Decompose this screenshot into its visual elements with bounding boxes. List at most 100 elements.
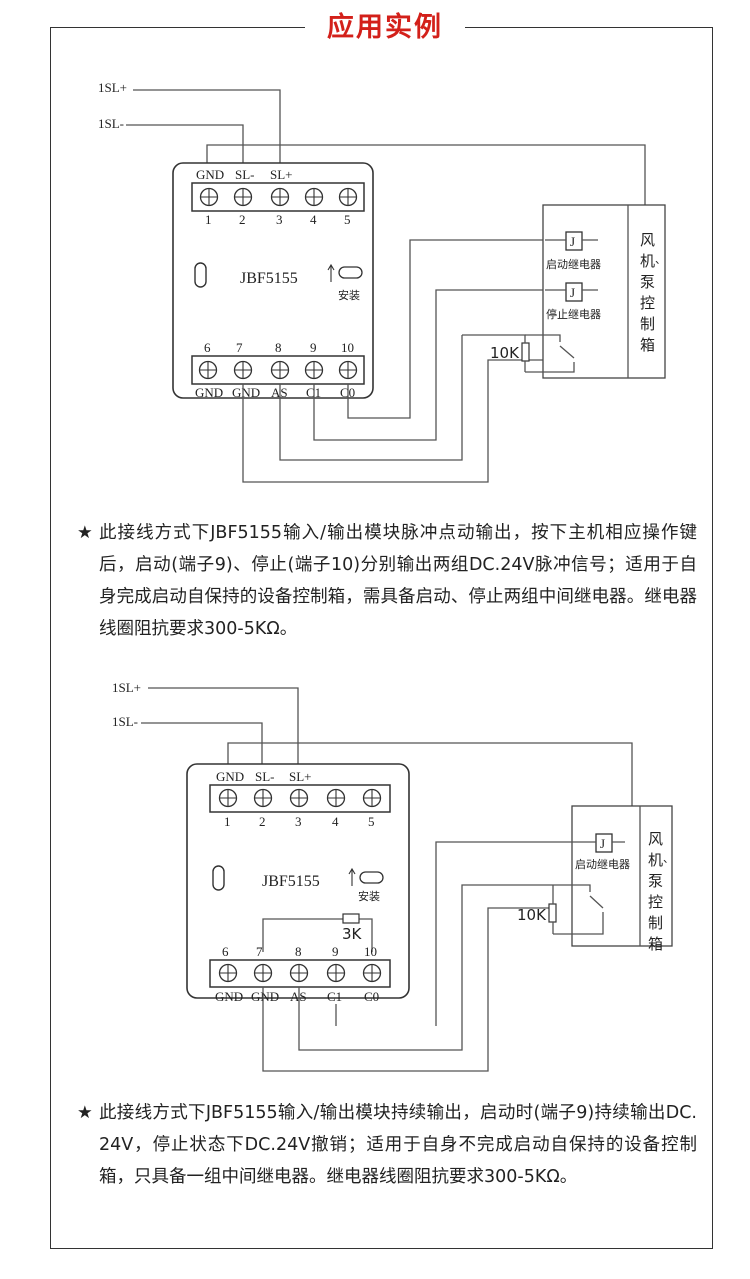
- stop-relay-coil: [565, 282, 583, 302]
- terminal-number: 1: [205, 212, 212, 227]
- terminal-number: 7: [256, 944, 263, 959]
- terminal-label: C1: [327, 989, 342, 1004]
- cabinet-char: 制: [640, 315, 655, 333]
- terminal-screw: [199, 187, 219, 207]
- terminal-screw: [326, 788, 346, 808]
- terminal-label: SL-: [235, 167, 255, 182]
- module-slot: [212, 865, 225, 891]
- cabinet-char: 机: [648, 851, 663, 869]
- terminal-label: SL+: [289, 769, 312, 784]
- terminal-number: 4: [310, 212, 317, 227]
- terminal-label: AS: [271, 385, 288, 400]
- start-relay-label: 启动继电器: [575, 858, 630, 871]
- resistor-label: 10K: [490, 344, 520, 362]
- terminal-number: 8: [295, 944, 302, 959]
- terminal-label: GND: [195, 385, 223, 400]
- cabinet-char: 风: [640, 231, 655, 249]
- install-arrow-icon: [327, 263, 363, 282]
- cabinet-char: 泵: [648, 872, 663, 890]
- note-text: 此接线方式下JBF5155输入/输出模块持续输出，启动时(端子9)持续输出DC.…: [99, 1103, 697, 1187]
- relay-symbol: J: [570, 285, 575, 300]
- terminal-number: 1: [224, 814, 231, 829]
- terminal-screw: [289, 788, 309, 808]
- terminal-screw: [362, 788, 382, 808]
- bus-label-sl-minus: 1SL-: [98, 116, 124, 131]
- terminal-number: 4: [332, 814, 339, 829]
- terminal-number: 5: [368, 814, 375, 829]
- terminal-label: SL-: [255, 769, 275, 784]
- terminal-screw: [270, 187, 290, 207]
- wiring-diagram-2: 1SL+ 1SL- GND SL- SL+ 1 2 3 4 5 JBF5155 …: [112, 680, 674, 1072]
- terminal-screw: [198, 360, 218, 380]
- note-text: 此接线方式下JBF5155输入/输出模块脉冲点动输出，按下主机相应操作键后，启动…: [99, 523, 697, 639]
- start-relay-coil: [565, 231, 583, 251]
- terminal-screw: [304, 360, 324, 380]
- terminal-screw: [253, 963, 273, 983]
- relay-symbol: J: [600, 836, 605, 851]
- switch-contact: [553, 884, 604, 935]
- module-name: JBF5155: [262, 873, 320, 890]
- terminal-number: 3: [276, 212, 283, 227]
- star-icon: ★: [77, 523, 93, 543]
- terminal-number: 9: [310, 340, 317, 355]
- terminal-number: 8: [275, 340, 282, 355]
- star-icon: ★: [77, 1103, 93, 1123]
- module-box-2: [186, 763, 410, 999]
- description-note-1: ★ 此接线方式下JBF5155输入/输出模块脉冲点动输出，按下主机相应操作键后，…: [77, 517, 697, 645]
- cabinet-char: 控: [640, 294, 655, 312]
- terminal-label: SL+: [270, 167, 293, 182]
- terminal-label: GND: [251, 989, 279, 1004]
- terminal-screw: [289, 963, 309, 983]
- bus-label-sl-minus: 1SL-: [112, 714, 138, 729]
- terminal-number: 5: [344, 212, 351, 227]
- terminal-label: GND: [216, 769, 244, 784]
- terminal-number: 10: [364, 944, 377, 959]
- cabinet-char: 泵: [640, 273, 655, 291]
- terminal-screw: [338, 360, 358, 380]
- install-label: 安装: [338, 288, 360, 302]
- description-note-2: ★ 此接线方式下JBF5155输入/输出模块持续输出，启动时(端子9)持续输出D…: [77, 1097, 697, 1193]
- terminal-screw: [218, 788, 238, 808]
- resistor-3k-label: 3K: [342, 925, 363, 943]
- resistor-10k: [548, 903, 557, 923]
- cabinet-char: 制: [648, 914, 663, 932]
- wiring-diagram-1: 1SL+ 1SL- GND SL- SL+ 1 2 3 4 5 JBF5155 …: [98, 80, 666, 483]
- terminal-label: GND: [215, 989, 243, 1004]
- terminal-label: C0: [364, 989, 379, 1004]
- cabinet-char: 、: [655, 253, 666, 266]
- terminal-number: 9: [332, 944, 339, 959]
- terminal-number: 6: [222, 944, 229, 959]
- terminal-screw: [362, 963, 382, 983]
- module-slot: [194, 262, 207, 288]
- resistor-3k: [342, 913, 360, 924]
- terminal-number: 10: [341, 340, 354, 355]
- cabinet-char: 风: [648, 830, 663, 848]
- relay-symbol: J: [570, 234, 575, 249]
- terminal-screw: [233, 187, 253, 207]
- terminal-number: 2: [259, 814, 266, 829]
- terminal-number: 3: [295, 814, 302, 829]
- bus-label-sl-plus: 1SL+: [98, 80, 127, 95]
- install-label: 安装: [358, 889, 380, 903]
- terminal-screw: [270, 360, 290, 380]
- terminal-screw: [233, 360, 253, 380]
- install-arrow-icon: [348, 867, 384, 886]
- terminal-screw: [218, 963, 238, 983]
- terminal-screw: [304, 187, 324, 207]
- switch-contact: [525, 334, 575, 373]
- terminal-label: AS: [290, 989, 307, 1004]
- start-relay-coil: [595, 833, 613, 853]
- terminal-screw: [338, 187, 358, 207]
- module-box-1: [172, 162, 374, 399]
- terminal-label: GND: [232, 385, 260, 400]
- start-relay-label: 启动继电器: [546, 258, 601, 271]
- cabinet-char: 控: [648, 893, 663, 911]
- terminal-screw: [326, 963, 346, 983]
- page-title: 应用实例: [305, 8, 465, 48]
- stop-relay-label: 停止继电器: [546, 307, 601, 321]
- cabinet-char: 箱: [640, 336, 655, 354]
- cabinet-char: 箱: [648, 935, 663, 953]
- resistor-10k: [521, 342, 530, 362]
- module-name: JBF5155: [240, 270, 298, 287]
- cabinet-char: 机: [640, 252, 655, 270]
